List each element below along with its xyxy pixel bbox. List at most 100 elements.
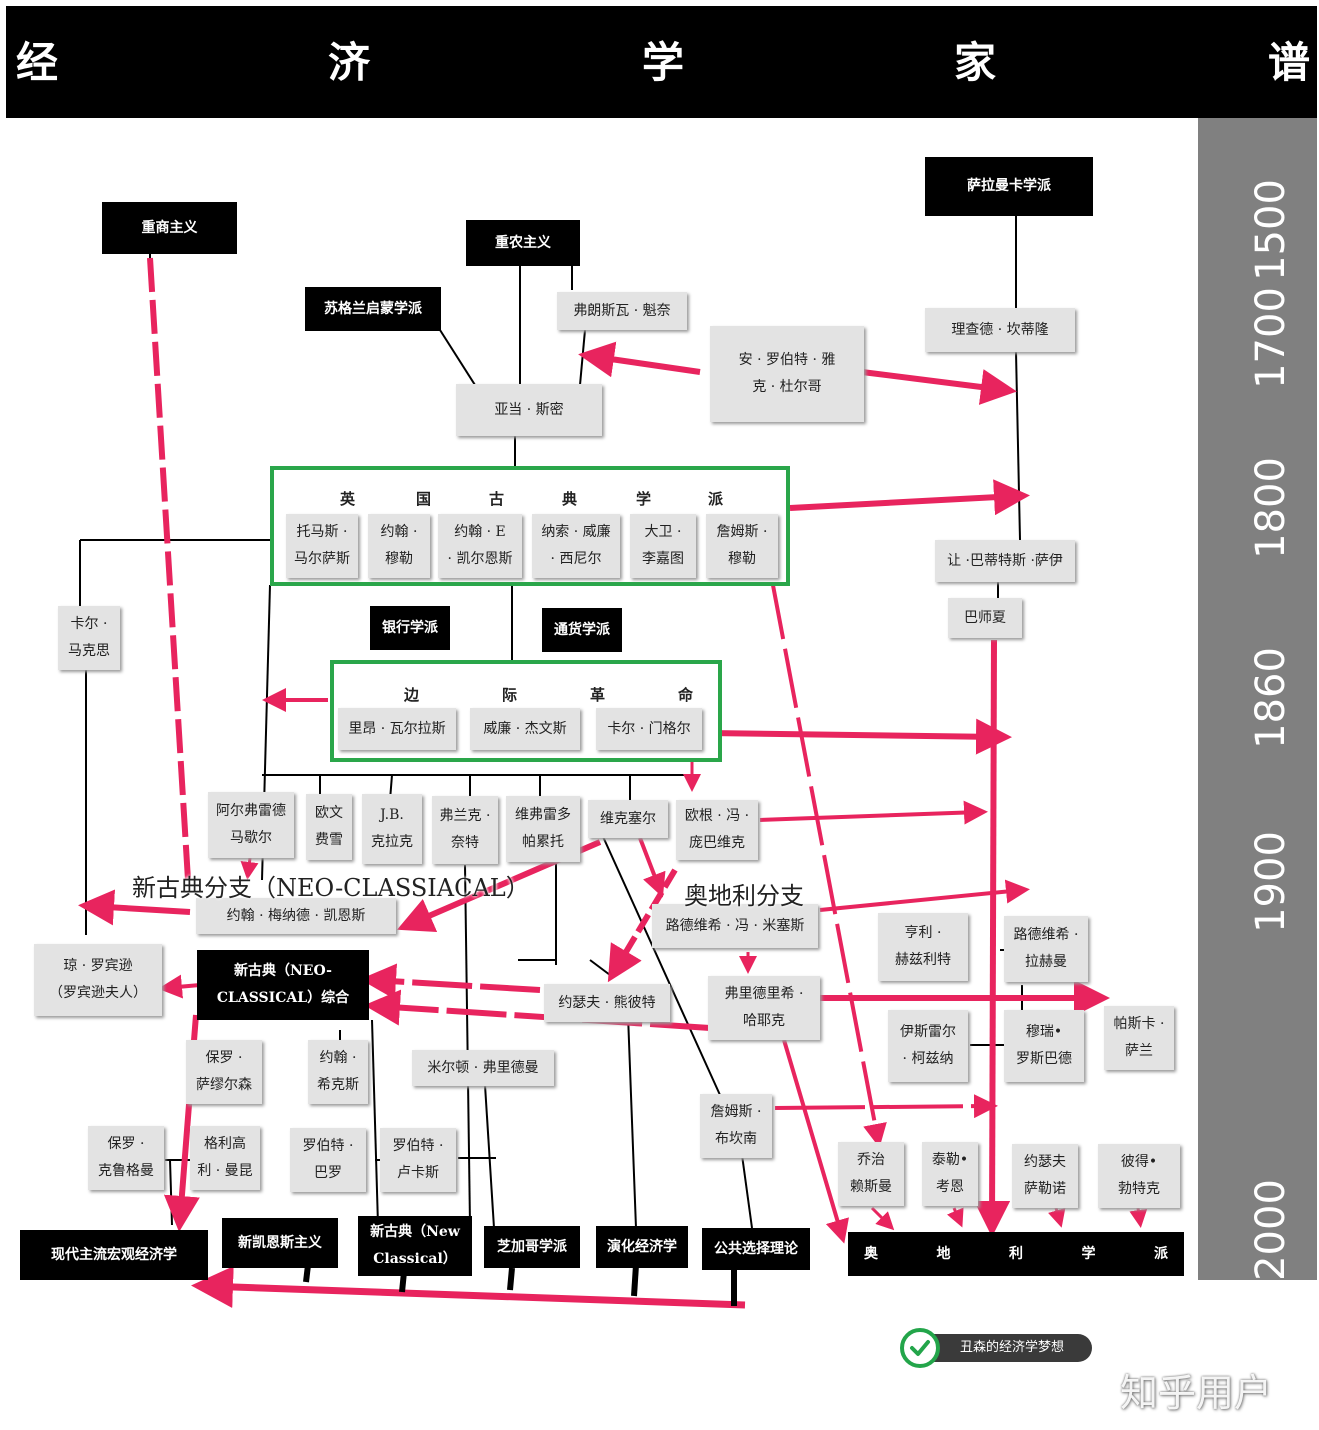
person-name-line: 马歇尔 (230, 830, 272, 846)
school-new-classical: 新古典（New Classical） (358, 1216, 472, 1276)
branch-label-austrian: 奥地利分支 (684, 882, 804, 910)
school-scottish-enlightenment: 苏格兰启蒙学派 (305, 287, 441, 331)
person-name-line: 拉赫曼 (1025, 954, 1067, 970)
school-new-keynesian: 新凯恩斯主义 (222, 1218, 338, 1268)
school-line: Classical） (373, 1251, 457, 1267)
school-public-choice: 公共选择理论 (702, 1228, 810, 1270)
red-arrows (78, 257, 1148, 1309)
person-name-line: 约瑟夫 (1024, 1154, 1066, 1171)
person-fisher: 欧文费雪 (306, 794, 352, 860)
person-name-line: 托马斯 · (296, 524, 348, 541)
title-char: 济 (328, 38, 371, 87)
person-hayek: 弗里德里希 ·哈耶克 (708, 976, 820, 1040)
school-line: CLASSICAL）综合 (216, 990, 350, 1006)
person-name-line: 庞巴维克 (689, 835, 745, 851)
person-name-line: 勃特克 (1118, 1181, 1160, 1197)
person-mises: 路德维希 · 冯 · 米塞斯 (652, 904, 818, 948)
person-friedman: 米尔顿 · 弗里德曼 (412, 1050, 554, 1086)
group-heading-char: 派 (708, 490, 724, 508)
person-cairnes: 约翰 · E· 凯尔恩斯 (438, 514, 522, 578)
group-heading-char: 国 (416, 490, 432, 508)
person-name-line: 马克思 (68, 643, 110, 659)
person-name-line: 格利高 (204, 1136, 246, 1153)
person-cantillon: 理查德 · 坎蒂隆 (925, 308, 1075, 352)
person-name-line: · 西尼尔 (550, 551, 602, 567)
person-name-line: 帕累托 (522, 834, 564, 850)
person-knight: 弗兰克 ·奈特 (432, 796, 498, 864)
person-lucas: 罗伯特 · 卢卡斯 (380, 1128, 456, 1192)
person-mankiw: 格利高利 · 曼昆 (190, 1126, 260, 1190)
person-name-line: 克鲁格曼 (98, 1163, 154, 1179)
school-currency: 通货学派 (542, 608, 622, 652)
person-turgot: 安 · 罗伯特 · 雅克 · 杜尔哥 (710, 326, 864, 422)
person-name-line: 弗兰克 · (439, 808, 491, 825)
person-clark: J.B. 克拉克 (362, 794, 422, 864)
person-name-line: 费雪 (315, 832, 343, 848)
person-name-line: 考恩 (936, 1179, 964, 1195)
person-name-line: 巴罗 (314, 1165, 342, 1181)
person-name-line: 萨缪尔森 (196, 1077, 252, 1093)
person-name-line: 萨勒诺 (1024, 1181, 1066, 1197)
school-char: 学 (1081, 1245, 1096, 1262)
person-name-line: 安 · 罗伯特 · 雅 (738, 352, 836, 369)
school-salamanca: 萨拉曼卡学派 (925, 157, 1093, 216)
school-char: 地 (936, 1245, 951, 1262)
person-name-line: 穆勒 (728, 551, 756, 567)
group-heading-char: 革 (590, 686, 606, 704)
group-heading-char: 古 (489, 490, 505, 508)
title-char: 经 (16, 38, 59, 87)
person-name-line: 克拉克 (371, 834, 413, 850)
person-name-line: 约翰 · (319, 1050, 357, 1067)
person-schumpeter: 约瑟夫 · 熊彼特 (544, 984, 670, 1022)
title-char: 家 (954, 38, 997, 87)
school-banking: 银行学派 (370, 606, 450, 650)
person-quesnay: 弗朗斯瓦 · 魁奈 (557, 292, 687, 330)
person-barro: 罗伯特 · 巴罗 (290, 1128, 366, 1192)
person-name-line: 马尔萨斯 (294, 551, 350, 567)
school-char: 利 (1009, 1245, 1023, 1262)
person-name-line: 希克斯 (317, 1077, 359, 1093)
person-name-line: 亨利 · (904, 925, 942, 942)
person-walras: 里昂 · 瓦尔拉斯 (338, 708, 456, 750)
person-name-line: 罗伯特 · (302, 1138, 354, 1155)
person-name-line: 罗伯特 · (392, 1138, 444, 1155)
person-adam-smith: 亚当 · 斯密 (456, 384, 602, 436)
group-heading-char: 际 (502, 686, 518, 704)
person-name-line: J.B. (380, 807, 404, 824)
person-marx: 卡尔 ·马克思 (58, 606, 120, 670)
person-boettke: 彼得• 勃特克 (1098, 1144, 1180, 1208)
person-name-line: · 柯兹纳 (902, 1051, 954, 1067)
person-malthus: 托马斯 · 马尔萨斯 (286, 514, 358, 578)
group-heading-char: 典 (562, 490, 578, 508)
title-char: 学 (642, 38, 685, 87)
person-name-line: 利 · 曼昆 (197, 1163, 253, 1179)
person-name-line: 穆瑞• (1025, 1024, 1063, 1041)
person-name-line: 克 · 杜尔哥 (752, 379, 822, 395)
person-name-line: 卢卡斯 (397, 1165, 439, 1181)
person-name-line: 赫兹利特 (895, 952, 951, 968)
person-name-line: 欧文 (315, 805, 343, 822)
check-icon (900, 1328, 940, 1368)
person-kirzner: 伊斯雷尔· 柯兹纳 (888, 1010, 968, 1082)
person-wicksell: 维克塞尔 (588, 800, 668, 838)
timeline-bar: 1500 1700 1800 1860 1900 2000 (1198, 118, 1317, 1281)
person-name-line: 彼得• (1120, 1154, 1158, 1171)
person-marshall: 阿尔弗雷德马歇尔 (208, 792, 294, 858)
school-modern-mainstream-macro: 现代主流宏观经济学 (20, 1230, 208, 1280)
person-salerno: 约瑟夫萨勒诺 (1012, 1144, 1078, 1208)
person-samuelson: 保罗 ·萨缪尔森 (186, 1040, 262, 1104)
school-evolutionary: 演化经济学 (596, 1226, 688, 1268)
school-line: 新古典（New (370, 1224, 460, 1241)
person-name-line: 哈耶克 (743, 1013, 785, 1029)
person-james-mill: 詹姆斯 ·穆勒 (706, 514, 778, 578)
person-name-line: 约翰 · E (454, 524, 506, 541)
school-line: 新古典（NEO- (234, 963, 332, 980)
person-name-line: 琼 · 罗宾逊 (63, 958, 133, 975)
school-mercantilism: 重商主义 (102, 202, 237, 254)
person-hazlitt: 亨利 · 赫兹利特 (878, 913, 968, 981)
author-badge: 丑森的经济学梦想 (900, 1328, 1092, 1368)
person-name-line: 乔治 (857, 1152, 885, 1169)
person-pareto: 维弗雷多帕累托 (506, 796, 580, 862)
school-char: 派 (1154, 1245, 1168, 1262)
